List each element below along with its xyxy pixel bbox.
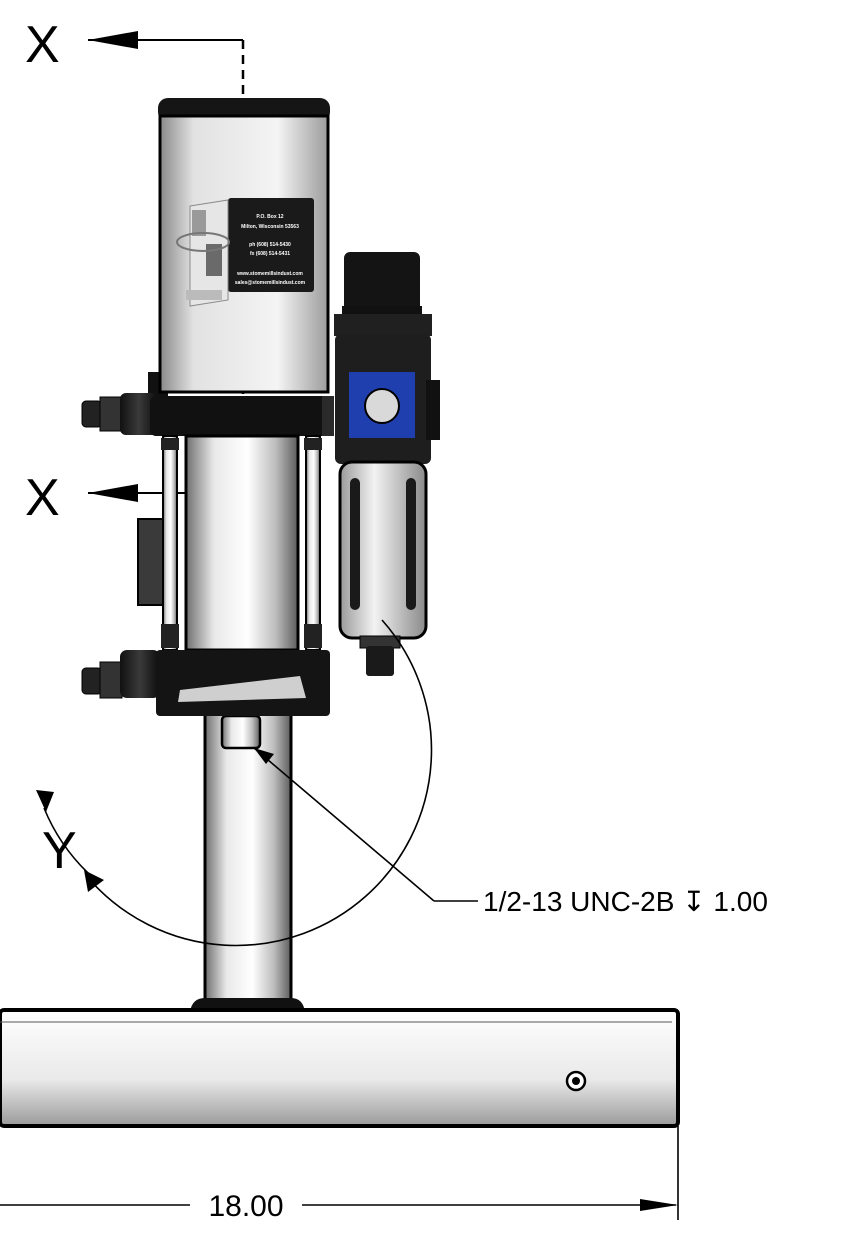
tie-rod-right [305,435,321,651]
air-fitting-upper [81,372,168,435]
section-label-bottom: X [25,469,60,527]
air-fitting-lower [81,650,160,699]
nameplate-line: sales@stomemillsindust.com [235,280,306,286]
flange-label [178,676,306,702]
thread-callout-leader [253,747,478,902]
dimension-line [0,1126,679,1220]
regulator-knob [344,252,420,314]
nameplate: P.O. Box 12 Milton, Wisconsin 53563 ph (… [228,198,314,292]
pressure-gauge-icon [364,388,400,424]
drain-valve [366,646,394,676]
nameplate-line: Milton, Wisconsin 53563 [241,224,299,230]
base-plate [0,1008,680,1128]
dimension-value: 18.00 [208,1190,283,1223]
nameplate-line: www.stomemillsindust.com [236,271,303,277]
valve-block [137,518,167,606]
filter-regulator [334,252,440,676]
detail-arrow-left [36,790,54,812]
nameplate-line: P.O. Box 12 [256,214,283,220]
thread-callout: 1/2-13 UNC-2B ↧ 1.00 [483,886,768,917]
nameplate-line: ph (608) 514-5430 [249,242,291,248]
column-post [203,706,293,1010]
ram-nose [220,714,262,750]
section-arrow-top [88,31,138,49]
tie-rod-left [162,435,178,651]
head-lower-band [150,396,332,436]
detail-circle [36,619,433,947]
cylinder-barrel [184,434,300,652]
detail-label: Y [42,822,77,880]
section-label-top: X [25,16,60,74]
section-arrow-bottom [88,484,138,502]
dimension-arrow [640,1199,678,1211]
base-screw-icon [565,1070,587,1092]
detail-arrow-bottom [84,870,104,892]
nameplate-line: fx (608) 514-5431 [250,251,290,257]
brand-logo [176,199,230,307]
press-assembly: P.O. Box 12 Milton, Wisconsin 53563 ph (… [81,98,334,1012]
